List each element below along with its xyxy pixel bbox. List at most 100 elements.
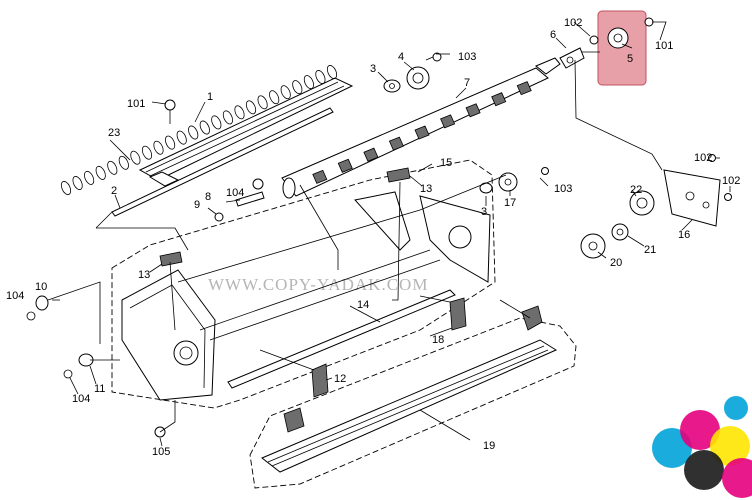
highlight-box bbox=[597, 10, 647, 86]
callout-102-right-top: 102 bbox=[694, 152, 712, 164]
spring-coil bbox=[280, 85, 291, 100]
pad-13-right bbox=[386, 167, 411, 183]
spring-coil bbox=[60, 181, 72, 195]
callout-3-top: 3 bbox=[370, 63, 376, 75]
washer-9 bbox=[214, 212, 224, 222]
roller-band bbox=[363, 147, 379, 162]
bracket-12 bbox=[311, 363, 329, 398]
callout-104-left: 104 bbox=[6, 290, 24, 302]
roller-band bbox=[388, 136, 404, 151]
spring-coil bbox=[245, 100, 257, 115]
callout-19: 19 bbox=[483, 440, 495, 452]
spring-coil bbox=[165, 135, 176, 150]
upper-rail bbox=[138, 77, 354, 187]
gear-5 bbox=[607, 27, 629, 49]
callout-2: 2 bbox=[111, 185, 117, 197]
lower-tray-outline bbox=[249, 317, 577, 489]
gear-21 bbox=[611, 223, 629, 241]
callout-17: 17 bbox=[504, 197, 516, 209]
logo-circle bbox=[680, 410, 720, 450]
spring-coil bbox=[72, 176, 83, 190]
callout-5: 5 bbox=[627, 53, 633, 65]
screw-103-top bbox=[425, 52, 442, 62]
bar-14 bbox=[227, 289, 456, 389]
main-frame bbox=[121, 191, 491, 401]
watermark-text: WWW.COPY-YADAK.COM bbox=[208, 275, 428, 294]
spring-coil bbox=[118, 155, 129, 170]
gear-22 bbox=[629, 190, 655, 216]
gear-20 bbox=[580, 233, 606, 259]
callout-103-top: 103 bbox=[458, 51, 476, 63]
roller-band bbox=[516, 81, 532, 96]
spring-coil bbox=[234, 105, 245, 120]
callout-6: 6 bbox=[550, 29, 556, 41]
bushing-10 bbox=[35, 295, 49, 311]
callout-13-left: 13 bbox=[138, 269, 150, 281]
spring-coil bbox=[292, 80, 303, 95]
spring-23 bbox=[60, 65, 338, 195]
spring-coil bbox=[176, 130, 187, 145]
callout-labels: 1 2 3 3 4 5 6 7 8 9 10 11 12 13 13 14 15… bbox=[6, 17, 740, 458]
spring-coil bbox=[315, 70, 326, 84]
clip-104-bottom bbox=[63, 369, 73, 379]
callout-13-right: 13 bbox=[420, 183, 432, 195]
callout-101-left: 101 bbox=[127, 98, 145, 110]
spring-coil bbox=[188, 125, 199, 140]
callout-103-right: 103 bbox=[554, 183, 572, 195]
callout-102-top: 102 bbox=[564, 17, 582, 29]
spring-coil bbox=[303, 75, 314, 90]
clip-upper-right bbox=[521, 305, 543, 331]
spring-coil bbox=[199, 120, 210, 135]
screw-101-left bbox=[164, 99, 176, 124]
callout-8: 8 bbox=[205, 191, 211, 203]
leader-lines bbox=[47, 51, 663, 433]
logo-circle bbox=[724, 396, 748, 420]
callout-102-right-bottom: 102 bbox=[722, 175, 740, 187]
screw-103-right bbox=[541, 167, 549, 175]
frame-outline bbox=[111, 159, 496, 409]
bushing-3-top bbox=[383, 79, 401, 93]
callout-18: 18 bbox=[432, 334, 444, 346]
spring-coil bbox=[211, 115, 222, 130]
spring-coil bbox=[107, 160, 118, 175]
pad-13-left bbox=[159, 251, 183, 267]
logo-circle bbox=[722, 458, 752, 498]
callout-3-right: 3 bbox=[481, 206, 487, 218]
callout-14: 14 bbox=[357, 299, 369, 311]
spring-coil bbox=[326, 65, 338, 79]
spring-coil bbox=[222, 110, 233, 125]
roller-band bbox=[414, 125, 430, 140]
callout-22: 22 bbox=[630, 184, 642, 196]
screw-102-top bbox=[589, 35, 599, 45]
gear-17 bbox=[498, 172, 518, 192]
spring-coil bbox=[141, 145, 153, 160]
roller-band bbox=[465, 103, 481, 118]
roller-band bbox=[440, 114, 456, 129]
logo-circle bbox=[684, 450, 724, 490]
gear-4 bbox=[406, 66, 430, 90]
roller-7 bbox=[281, 57, 561, 199]
logo-circle bbox=[710, 426, 750, 466]
clip-104-left bbox=[26, 311, 36, 321]
roller-band bbox=[312, 169, 328, 184]
bushing-8 bbox=[235, 178, 265, 207]
callout-16: 16 bbox=[678, 229, 690, 241]
spring-coil bbox=[130, 150, 141, 165]
screw-102-right bbox=[708, 154, 732, 201]
roller-band bbox=[491, 92, 507, 107]
spring-coil bbox=[153, 140, 164, 155]
callout-105: 105 bbox=[152, 446, 170, 458]
roller-band bbox=[337, 158, 353, 173]
shaft-2 bbox=[111, 107, 334, 217]
callout-4: 4 bbox=[398, 51, 404, 63]
bracket-6 bbox=[559, 47, 585, 69]
callout-7: 7 bbox=[464, 77, 470, 89]
callout-20: 20 bbox=[610, 257, 622, 269]
callout-12: 12 bbox=[334, 373, 346, 385]
callout-9: 9 bbox=[194, 199, 200, 211]
spring-coil bbox=[84, 170, 95, 185]
spring-coil bbox=[257, 95, 268, 110]
callout-21: 21 bbox=[644, 244, 656, 256]
